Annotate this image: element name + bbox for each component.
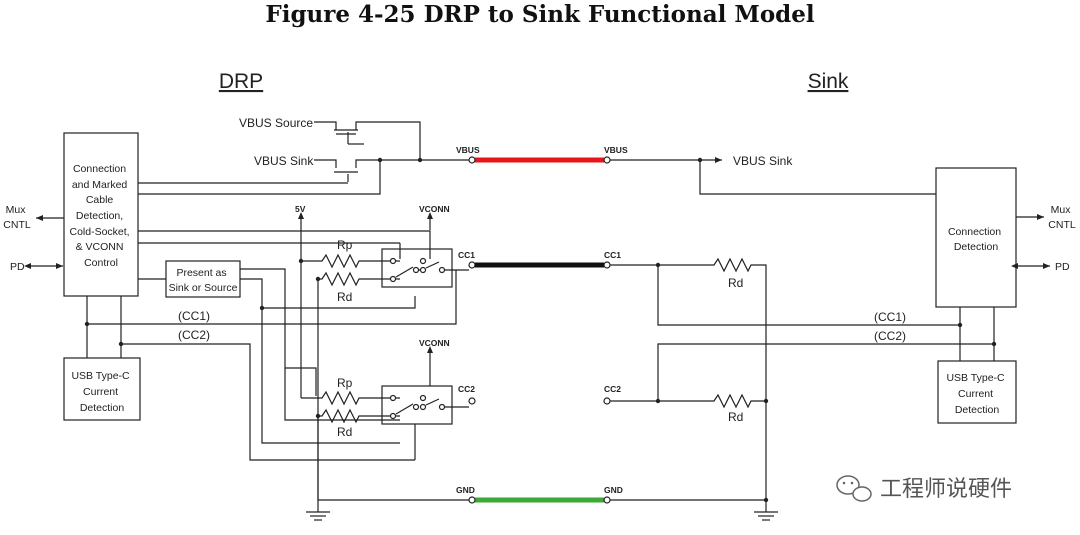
cc2-rd-resistor xyxy=(318,408,400,424)
sink-cc2-net xyxy=(657,307,995,401)
sink-usb-current-label: USB Type-C Current Detection xyxy=(946,372,1007,416)
cc2-switch-box xyxy=(381,385,453,425)
drp-vbus-pin xyxy=(468,156,476,164)
sink-cc1-pin-label: CC1 xyxy=(604,250,621,260)
sink-gnd-line xyxy=(610,499,767,512)
cc2-rp-resistor xyxy=(301,390,400,406)
sink-cc2-pin-label: CC2 xyxy=(604,384,621,394)
cc2-vconn-label: VCONN xyxy=(419,338,450,348)
cc1-rd-resistor xyxy=(318,271,400,287)
drp-cc1-net xyxy=(86,270,457,325)
drp-gnd-pin xyxy=(468,496,476,504)
present-as-label: Present as Sink or Source xyxy=(169,267,238,294)
drp-control-box xyxy=(63,132,139,297)
vbus-sense-line xyxy=(138,160,381,195)
cc2-rp-label: Rp xyxy=(337,376,353,390)
drp-vbus-source-label: VBUS Source xyxy=(239,116,313,130)
drp-heading: DRP xyxy=(219,70,263,93)
cc1-rd-label: Rd xyxy=(337,290,352,304)
drp-usb-current-box xyxy=(63,357,141,421)
cc1-rp-resistor xyxy=(301,253,400,269)
drp-cc2-net-label: (CC2) xyxy=(178,328,210,342)
drp-gnd-pin-label: GND xyxy=(456,485,475,495)
sink-cc2-rd-label: Rd xyxy=(728,410,743,424)
drp-pd-label: PD xyxy=(10,261,25,273)
sink-vbus-sink-label: VBUS Sink xyxy=(733,154,793,168)
sink-cc2-rd xyxy=(610,393,766,409)
watermark-text: 工程师说硬件 xyxy=(880,476,1012,501)
cc1-switch-box xyxy=(381,248,453,288)
wechat-icon xyxy=(836,475,872,502)
sink-vbus-pin xyxy=(603,156,611,164)
cc1-vconn-label: VCONN xyxy=(419,204,450,214)
sink-cc2-net-label: (CC2) xyxy=(874,329,906,343)
present-as-box xyxy=(165,260,241,298)
drp-control-label: Connection and Marked Cable Detection, C… xyxy=(69,163,132,269)
sink-vbus-line xyxy=(610,159,936,195)
sink-cc1-pin xyxy=(603,261,611,269)
sink-connection-box xyxy=(935,167,1017,308)
v5-label: 5V xyxy=(295,204,306,214)
sink-pd-label: PD xyxy=(1055,261,1070,273)
present-ctrl-line xyxy=(240,278,400,444)
cc2-rd-label: Rd xyxy=(337,425,352,439)
drp-vbus-pin-label: VBUS xyxy=(456,145,480,155)
drp-cc1-pin-label: CC1 xyxy=(458,250,475,260)
drp-cc2-pin-label: CC2 xyxy=(458,384,475,394)
sink-heading: Sink xyxy=(808,70,849,93)
drp-cc2-pin xyxy=(468,397,476,405)
sink-gnd-pin-label: GND xyxy=(604,485,623,495)
sink-vbus-pin-label: VBUS xyxy=(604,145,628,155)
sink-cc1-rd-label: Rd xyxy=(728,276,743,290)
drp-usb-current-label: USB Type-C Current Detection xyxy=(71,370,132,414)
sink-cc1-rd xyxy=(610,257,767,500)
drp-cc2-net xyxy=(120,296,415,461)
drp-cc1-pin xyxy=(468,261,476,269)
vbus-sink-switch xyxy=(314,159,420,168)
vbus-source-switch xyxy=(314,121,421,159)
sink-cc1-net-label: (CC1) xyxy=(874,310,906,324)
drp-mux-label: Mux CNTL xyxy=(3,204,31,231)
sink-cc2-pin xyxy=(603,397,611,405)
sink-gnd-pin xyxy=(603,496,611,504)
sink-connection-label: Connection Detection xyxy=(948,226,1004,253)
drp-cc1-net-label: (CC1) xyxy=(178,309,210,323)
drp-vbus-sink-label: VBUS Sink xyxy=(254,154,314,168)
sink-mux-label: Mux CNTL xyxy=(1048,204,1076,231)
sink-cc1-net xyxy=(657,265,961,326)
figure-title: Figure 4-25 DRP to Sink Functional Model xyxy=(265,1,815,28)
cc1-vconn-ctrl xyxy=(138,230,431,259)
sink-usb-current-box xyxy=(937,360,1017,424)
cc1-rp-label: Rp xyxy=(337,238,353,252)
